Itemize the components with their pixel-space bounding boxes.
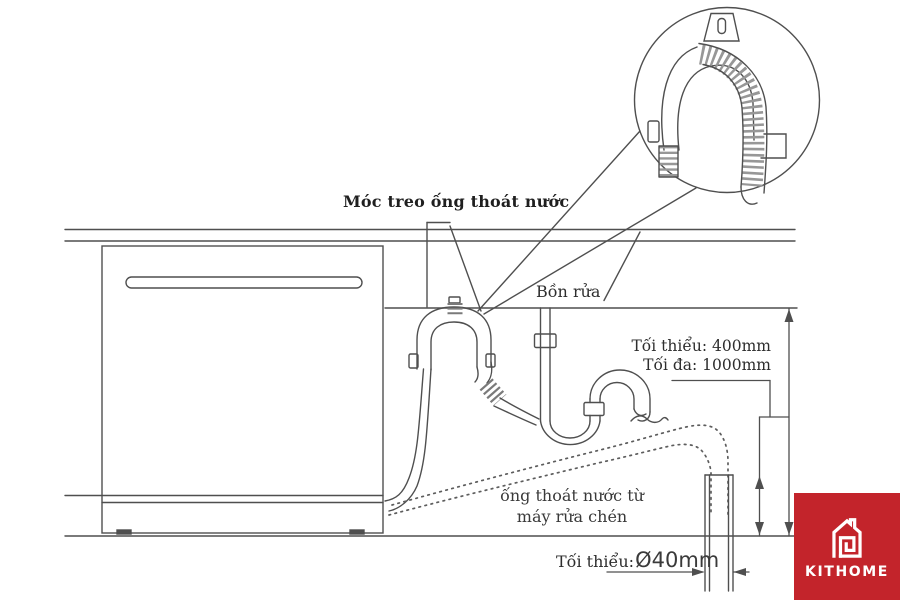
label-height-min: Tối thiểu: 400mm <box>631 337 771 355</box>
callout-circle <box>633 6 821 194</box>
label-drain-hose-line1: ống thoát nước từ <box>500 486 644 505</box>
sink-leader-line <box>603 231 641 302</box>
logo-text: KITHOME <box>805 563 889 580</box>
label-diameter-value: Ø40mm <box>635 548 720 572</box>
kithome-logo: KITHOME <box>794 493 900 600</box>
dishwasher <box>101 245 384 535</box>
house-icon <box>832 517 862 558</box>
dimension-lines <box>606 307 794 576</box>
hook-detail <box>647 12 787 205</box>
label-hose-hanger: Móc treo ống thoát nước <box>343 192 570 211</box>
hanger-leader-lines <box>426 221 482 312</box>
callout-lines <box>477 130 697 315</box>
label-drain-hose: ống thoát nước từ máy rửa chén <box>500 485 644 527</box>
countertop-lines <box>64 228 796 242</box>
label-diameter: Tối thiểu: Ø40mm <box>556 548 719 572</box>
label-drain-hose-line2: máy rửa chén <box>516 507 628 526</box>
sink-pipe-trap <box>533 307 669 446</box>
drain-hook <box>408 296 496 371</box>
hidden-hose-dotted <box>388 424 729 517</box>
label-sink: Bồn rửa <box>536 282 601 301</box>
dimension-arrows <box>692 309 794 576</box>
standpipe <box>704 474 734 592</box>
label-height-max: Tối đa: 1000mm <box>643 356 771 374</box>
label-diameter-prefix: Tối thiểu: <box>556 552 635 571</box>
label-height-range: Tối thiểu: 400mm Tối đa: 1000mm <box>631 337 771 375</box>
drain-hose <box>384 361 540 512</box>
